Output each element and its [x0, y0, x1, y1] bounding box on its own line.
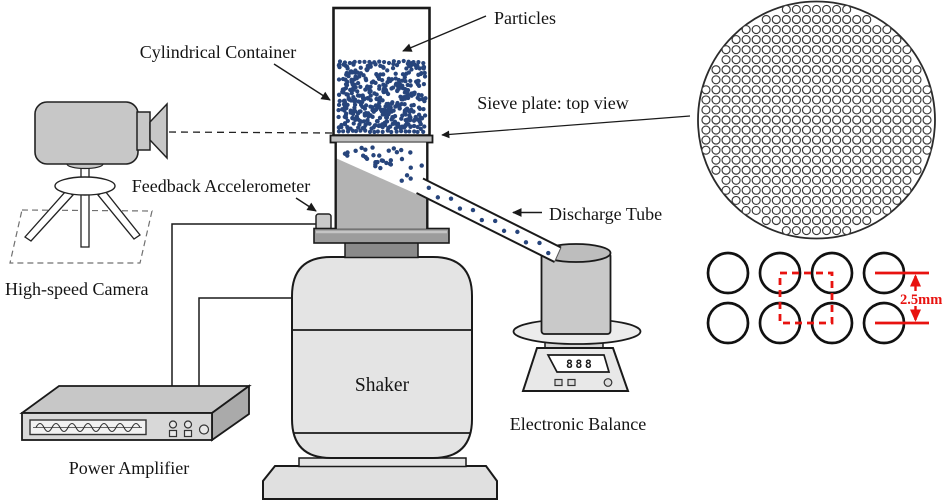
discharge-tube-upper-wall — [422, 177, 562, 249]
hole-spacing-detail: 2.5mm — [706, 251, 946, 345]
amplifier-button-light-1[interactable] — [168, 420, 178, 429]
accelerometer-wire — [171, 223, 316, 388]
tripod-post — [80, 162, 90, 248]
sieve-plate-side-view — [329, 134, 434, 144]
discharge-tube-lower-wall — [416, 192, 555, 263]
text-labels: Particles Cylindrical Container Sieve pl… — [5, 8, 662, 478]
feedback-accelerometer-arrow — [295, 197, 317, 212]
amplifier-top-face — [19, 385, 252, 414]
tube-particles — [426, 185, 551, 256]
sieve-plate-arrow — [441, 115, 691, 139]
balance-button-2[interactable] — [567, 378, 576, 387]
tripod-leg-left — [24, 190, 75, 242]
balance-power-button[interactable] — [603, 378, 613, 387]
unit-cell-outline — [778, 271, 834, 325]
feedback-accelerometer-label: Feedback Accelerometer — [132, 176, 310, 196]
sieve-hole-grid — [701, 4, 932, 236]
sieve-plate-top-view-label: Sieve plate: top view — [477, 93, 628, 113]
container-wedge — [335, 158, 428, 228]
shaker-neck — [344, 241, 419, 259]
annotation-arrows — [273, 15, 691, 217]
dimension-label: 2.5mm — [900, 292, 942, 308]
discharge-tube-label: Discharge Tube — [549, 204, 662, 224]
power-amplifier-label: Power Amplifier — [69, 458, 189, 478]
dimension-label-backing — [899, 291, 946, 306]
cylindrical-container — [329, 6, 562, 263]
shaker-foot-plate — [298, 457, 467, 468]
shaker-wire — [198, 297, 292, 388]
shaker-assembly — [262, 213, 498, 500]
mounting-plate — [313, 227, 450, 244]
high-speed-camera — [9, 101, 334, 264]
particle-bed — [336, 58, 428, 135]
camera-lens-cone — [149, 102, 168, 160]
camera-floor-outline — [9, 209, 153, 264]
particles-arrow — [402, 15, 487, 52]
wires — [171, 223, 316, 388]
amplifier-button-1[interactable] — [168, 429, 178, 438]
camera-sight-line — [168, 131, 334, 134]
balance-display — [546, 354, 611, 373]
falling-particles — [342, 145, 424, 183]
shaker-base — [262, 465, 498, 500]
electronic-balance-label: Electronic Balance — [510, 414, 646, 434]
detail-hole-circles — [706, 251, 906, 345]
power-amplifier — [19, 384, 252, 442]
cylindrical-container-label: Cylindrical Container — [140, 42, 296, 62]
discharge-tube-mouth — [554, 247, 562, 263]
balance-button-1[interactable] — [554, 378, 563, 387]
discharge-tube-body — [416, 178, 561, 262]
tripod-head — [54, 176, 116, 196]
amplifier-signal-wave — [35, 422, 141, 433]
balance-display-value: 888 — [566, 357, 594, 371]
amplifier-knob[interactable] — [198, 424, 210, 435]
feedback-accelerometer — [315, 213, 332, 231]
camera-body — [34, 101, 139, 165]
camera-lens-block — [136, 111, 151, 151]
cylindrical-container-arrow — [273, 63, 331, 101]
amplifier-button-2[interactable] — [183, 429, 193, 438]
electronic-balance: 888 — [512, 243, 642, 392]
shaker-label: Shaker — [355, 375, 410, 396]
particles-label: Particles — [494, 8, 556, 28]
tripod-leg-right — [97, 190, 141, 240]
amplifier-button-light-2[interactable] — [183, 420, 193, 429]
shaker-body — [291, 256, 473, 459]
high-speed-camera-label: High-speed Camera — [5, 279, 148, 299]
collection-beaker — [540, 252, 612, 335]
sieve-plate-top-view — [697, 0, 936, 240]
